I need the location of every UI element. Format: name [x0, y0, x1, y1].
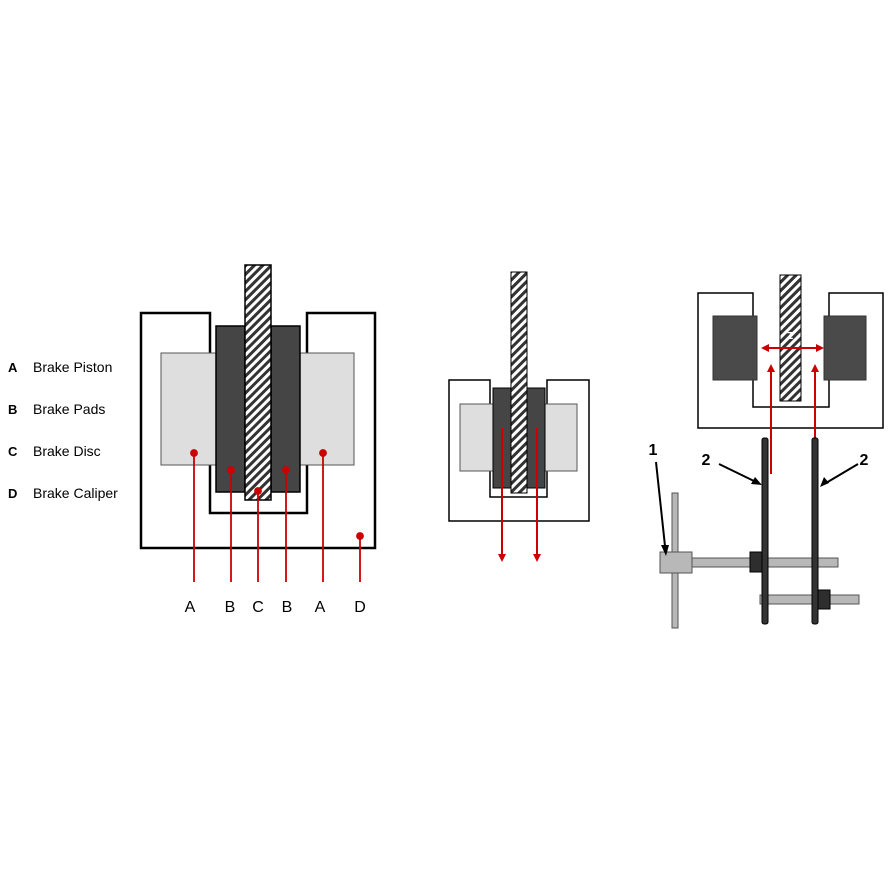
- tool-nut-lower: [817, 589, 831, 610]
- legend-label: Brake Pads: [33, 401, 105, 417]
- brake-piston-left: [459, 403, 495, 472]
- caliper-piston-tool: z 1 2 2: [649, 274, 884, 629]
- brake-piston-right: [542, 403, 578, 472]
- callout-label-a: A: [185, 599, 196, 616]
- brake-piston-right: [297, 352, 355, 466]
- callout-label-d: D: [354, 599, 366, 616]
- gap-label: z: [787, 327, 794, 342]
- legend-item-c: C Brake Disc: [8, 443, 101, 459]
- brake-disc: [510, 271, 528, 494]
- tool-threaded-rod-lower: [759, 594, 860, 605]
- legend: A Brake Piston B Brake Pads C Brake Disc…: [8, 359, 118, 501]
- removal-arrows: [498, 428, 541, 562]
- callout-label-a: A: [315, 599, 326, 616]
- legend-item-b: B Brake Pads: [8, 401, 105, 417]
- legend-key: A: [8, 360, 18, 375]
- brake-piston-right: [823, 315, 867, 381]
- brake-pad-left: [215, 325, 246, 493]
- tool-callouts: [655, 461, 859, 547]
- callout-label-b: B: [225, 599, 236, 616]
- legend-label: Brake Caliper: [33, 485, 118, 501]
- tool-nut-upper: [749, 551, 763, 573]
- brake-disc: [779, 274, 802, 402]
- brake-piston-left: [160, 352, 218, 466]
- tool-plate-left: [761, 437, 769, 625]
- brake-disc: [244, 264, 272, 501]
- tool-label: 1: [649, 442, 658, 459]
- tool-handle-hub: [659, 551, 693, 574]
- tool-plate-right: [811, 437, 819, 625]
- brake-piston-left: [712, 315, 758, 381]
- callout-label-c: C: [252, 599, 264, 616]
- tool-rods: [659, 492, 860, 629]
- legend-key: B: [8, 402, 17, 417]
- caliper-cross-section-pad-removal: [448, 271, 590, 562]
- legend-label: Brake Piston: [33, 359, 112, 375]
- legend-key: D: [8, 486, 17, 501]
- legend-label: Brake Disc: [33, 443, 101, 459]
- legend-key: C: [8, 444, 18, 459]
- callout-labels: A B C B A D: [185, 599, 366, 616]
- tool-plates: [761, 437, 819, 625]
- legend-item-a: A Brake Piston: [8, 359, 112, 375]
- legend-item-d: D Brake Caliper: [8, 485, 118, 501]
- callout-label-b: B: [282, 599, 293, 616]
- callout-lines: [190, 449, 364, 582]
- gap-measurement: z: [761, 327, 824, 352]
- plate-label-right: 2: [860, 452, 869, 469]
- plate-label-left: 2: [702, 452, 711, 469]
- caliper-cross-section-labelled: A B C B A D: [139, 264, 377, 616]
